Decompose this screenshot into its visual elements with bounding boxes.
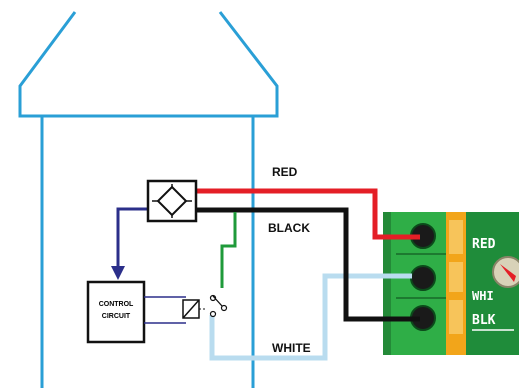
control-circuit: CONTROL CIRCUIT bbox=[86, 280, 146, 344]
red-wire bbox=[196, 188, 420, 240]
control-circuit-line1: CONTROL bbox=[99, 301, 134, 308]
connector-tab-2 bbox=[449, 262, 463, 292]
white-wire-label: WHITE bbox=[272, 341, 311, 355]
sensor-symbol bbox=[146, 179, 198, 223]
connector-tab-1 bbox=[449, 220, 463, 254]
control-circuit-line2: CIRCUIT bbox=[102, 313, 131, 320]
board-label-black: BLK bbox=[472, 313, 496, 328]
blue-wire bbox=[116, 207, 148, 270]
green-wire bbox=[220, 212, 237, 288]
white-wire bbox=[209, 273, 412, 361]
led-component bbox=[492, 256, 519, 288]
fixture-roof bbox=[18, 11, 279, 118]
red-wire-label: RED bbox=[272, 165, 298, 179]
wires bbox=[111, 188, 420, 361]
terminal-board-edge bbox=[383, 212, 391, 355]
fixture-outline bbox=[18, 11, 279, 388]
terminal-board: RED WHI BLK bbox=[383, 212, 519, 355]
connector-tab-3 bbox=[449, 300, 463, 334]
black-wire-label: BLACK bbox=[268, 221, 310, 235]
black-wire bbox=[196, 207, 420, 322]
screw-white bbox=[410, 265, 436, 291]
relay-symbol bbox=[144, 294, 228, 324]
board-label-red: RED bbox=[472, 237, 496, 252]
blue-wire-arrow bbox=[111, 266, 125, 280]
board-label-white: WHI bbox=[472, 289, 494, 303]
